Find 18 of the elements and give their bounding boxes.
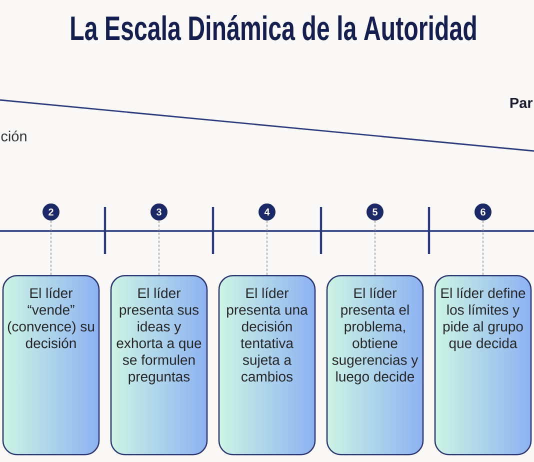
number-badge: 6 bbox=[474, 204, 492, 220]
dashed-connector bbox=[158, 220, 160, 276]
dashed-connector bbox=[266, 220, 268, 276]
number-badge: 5 bbox=[366, 204, 384, 220]
dashed-connector bbox=[374, 220, 376, 276]
number-badge: 4 bbox=[258, 204, 276, 220]
dashed-connector bbox=[50, 220, 52, 276]
step-box: El líder presenta sus ideas y exhorta a que se formulen preguntas bbox=[110, 275, 208, 456]
scale-label: Par bbox=[510, 98, 533, 108]
number-badge: 3 bbox=[150, 204, 168, 220]
dashed-connector bbox=[482, 220, 484, 276]
step-box: El líder presenta una decisión tentativa sujeta a cambios bbox=[218, 275, 316, 456]
title: La Escala Dinámica de la Autoridad bbox=[71, 15, 476, 40]
scale-label: ción bbox=[1, 130, 26, 142]
number-badge: 2 bbox=[42, 204, 60, 220]
step-box: El líder presenta el problema, obtiene sugerencias y luego decide bbox=[326, 275, 424, 456]
step-box: El líder “vende” (convence) su decisión bbox=[2, 275, 100, 456]
step-box: El líder define los límites y pide al grupo que decida bbox=[434, 275, 532, 456]
